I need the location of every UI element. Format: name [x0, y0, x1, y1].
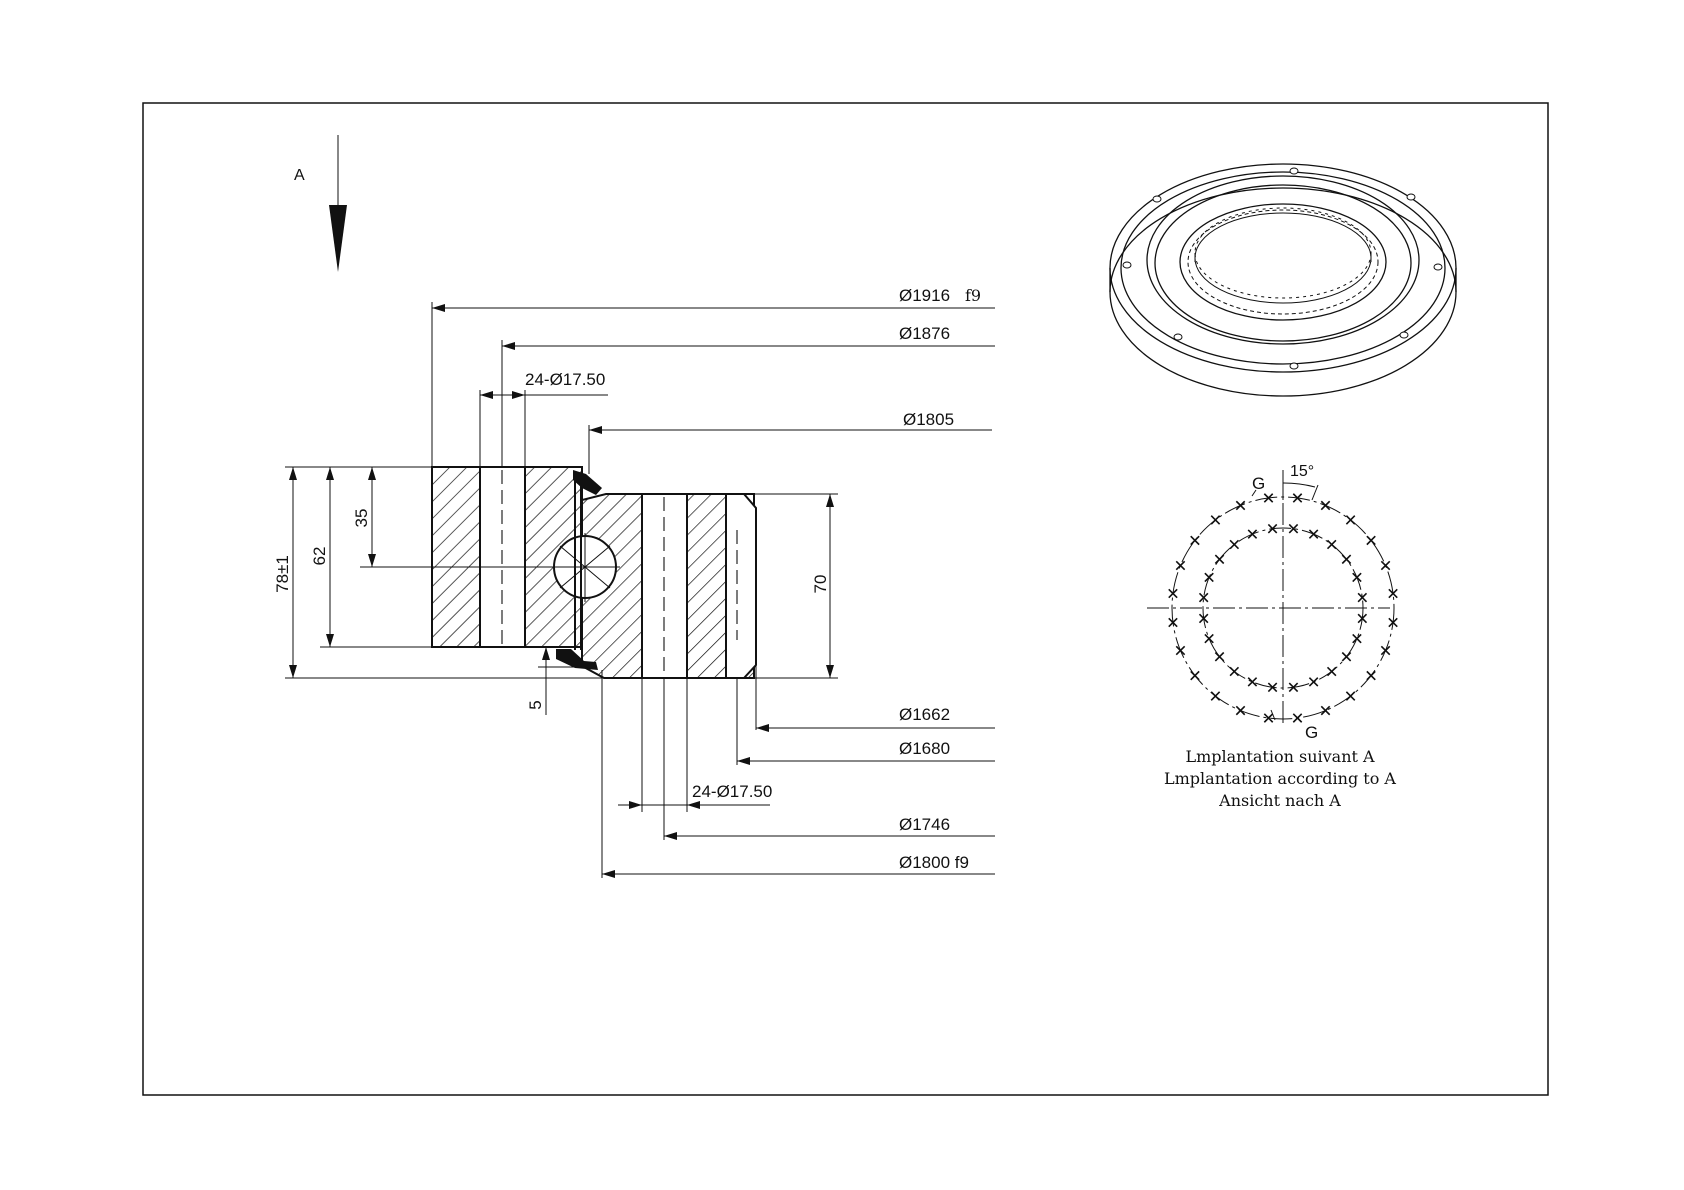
dim-inner-dia: Ø1800 f9	[899, 853, 969, 872]
hole-marker	[1267, 523, 1278, 534]
hole-marker	[1388, 617, 1398, 628]
dim-inner-ring-height: 70	[811, 575, 830, 594]
hole-marker	[1168, 588, 1178, 599]
hole-marker	[1357, 592, 1368, 603]
hole-marker	[1308, 677, 1319, 687]
hole-marker	[1341, 554, 1352, 565]
caption-en: Lmplantation according to A	[1164, 769, 1396, 788]
hole-marker	[1326, 666, 1337, 677]
hole-marker	[1320, 705, 1331, 716]
diameter-leaders-top	[431, 302, 995, 474]
hole-marker	[1341, 651, 1352, 662]
hole-marker	[1380, 560, 1391, 571]
view-arrow	[329, 135, 347, 272]
hole-marker	[1380, 645, 1391, 656]
hole-marker	[1292, 493, 1303, 503]
hole-marker	[1288, 523, 1299, 534]
hole-marker	[1175, 560, 1186, 571]
grease-label-bottom: G	[1305, 723, 1318, 742]
hole-marker	[1263, 713, 1274, 723]
hole-marker	[1229, 666, 1240, 677]
hole-marker	[1247, 529, 1258, 539]
hole-marker	[1204, 633, 1214, 644]
hole-pattern-view	[1147, 470, 1398, 725]
hole-marker	[1366, 670, 1376, 681]
dim-pitch-dia: Ø1680	[899, 739, 950, 758]
dim-bore-dia: Ø1662	[899, 705, 950, 724]
diameter-leaders-bottom	[601, 665, 995, 878]
dim-inner-bolt-circle: Ø1746	[899, 815, 950, 834]
hole-marker	[1388, 588, 1398, 599]
hole-marker	[1320, 500, 1331, 511]
dim-outer-ring-height: 62	[310, 547, 329, 566]
hole-marker	[1235, 500, 1246, 511]
caption-fr: Lmplantation suivant A	[1185, 747, 1375, 766]
dim-outer-dia: Ø1916	[899, 286, 950, 305]
hole-marker	[1352, 633, 1362, 644]
hole-marker	[1198, 613, 1209, 624]
dim-raceway-dia: Ø1805	[903, 410, 954, 429]
hole-marker	[1190, 535, 1200, 546]
hole-marker	[1267, 682, 1278, 693]
hole-marker	[1210, 691, 1221, 701]
hole-marker	[1366, 535, 1376, 546]
hole-marker	[1345, 691, 1356, 701]
hole-marker	[1357, 613, 1368, 624]
hole-marker	[1229, 539, 1240, 550]
hole-marker	[1235, 705, 1246, 716]
hole-marker	[1352, 572, 1362, 583]
dim-outer-tol: f9	[965, 286, 981, 305]
hole-marker	[1247, 677, 1258, 687]
hole-marker	[1214, 651, 1225, 662]
hole-marker	[1175, 645, 1186, 656]
angle-label: 15°	[1290, 463, 1314, 480]
hole-marker	[1204, 572, 1214, 583]
dim-gap: 5	[526, 700, 545, 709]
hole-marker	[1292, 713, 1303, 723]
bearing-isometric-view	[1109, 163, 1457, 397]
dim-inner-holes: 24-Ø17.50	[692, 782, 772, 801]
view-label: A	[294, 167, 305, 184]
hole-marker	[1168, 617, 1178, 628]
hole-marker	[1326, 539, 1337, 550]
drawing-frame	[142, 102, 1549, 1096]
hole-marker	[1308, 529, 1319, 539]
hole-marker	[1263, 493, 1274, 503]
dim-outer-bolt-circle: Ø1876	[899, 324, 950, 343]
dim-ball-center-height: 35	[352, 509, 371, 528]
hole-marker	[1210, 515, 1221, 525]
bearing-cross-section	[431, 466, 757, 679]
hole-marker	[1214, 554, 1225, 565]
dim-outer-holes: 24-Ø17.50	[525, 370, 605, 389]
caption-de: Ansicht nach A	[1218, 791, 1341, 810]
grease-label-top: G	[1252, 474, 1265, 493]
hole-marker	[1345, 515, 1356, 525]
height-dimensions	[285, 466, 838, 715]
hole-marker	[1198, 592, 1209, 603]
hole-marker	[1190, 670, 1200, 681]
dim-total-height: 78±1	[273, 555, 292, 593]
hole-marker	[1288, 682, 1299, 693]
